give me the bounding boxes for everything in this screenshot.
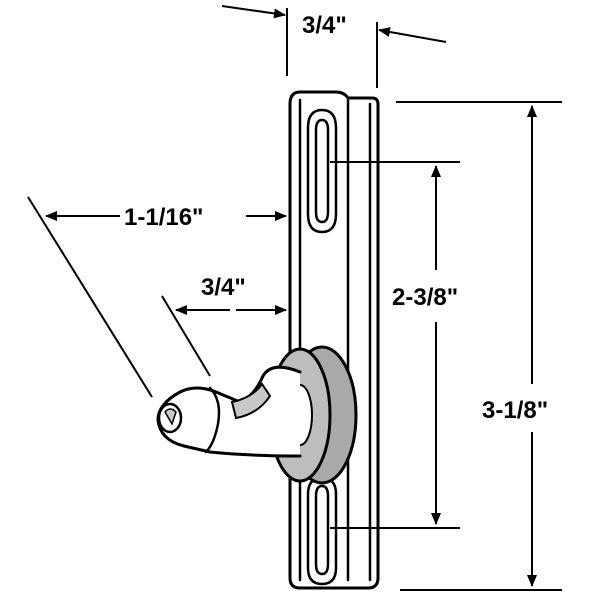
plate-width-label: 3/4": [302, 12, 347, 39]
latch-part: [156, 90, 380, 590]
slot-spacing-label: 2-3/8": [392, 284, 458, 311]
hook-width-label: 3/4": [201, 274, 246, 301]
dimension-lines: [27, 5, 562, 591]
hook-width-extension: [161, 295, 211, 377]
hook-reach-extension: [27, 196, 153, 398]
hook: [156, 365, 302, 458]
hook-reach-label: 1-1/16": [124, 204, 203, 231]
plate-width-arrow-left: [221, 5, 286, 19]
dimension-labels: 3/4" 1-1/16" 3/4" 2-3/8" 3-1/8": [124, 12, 548, 424]
plate-width-arrow-right: [378, 27, 447, 43]
back-plate: [288, 90, 380, 590]
top-slot: [306, 108, 338, 234]
plate-height-label: 3-1/8": [482, 397, 548, 424]
